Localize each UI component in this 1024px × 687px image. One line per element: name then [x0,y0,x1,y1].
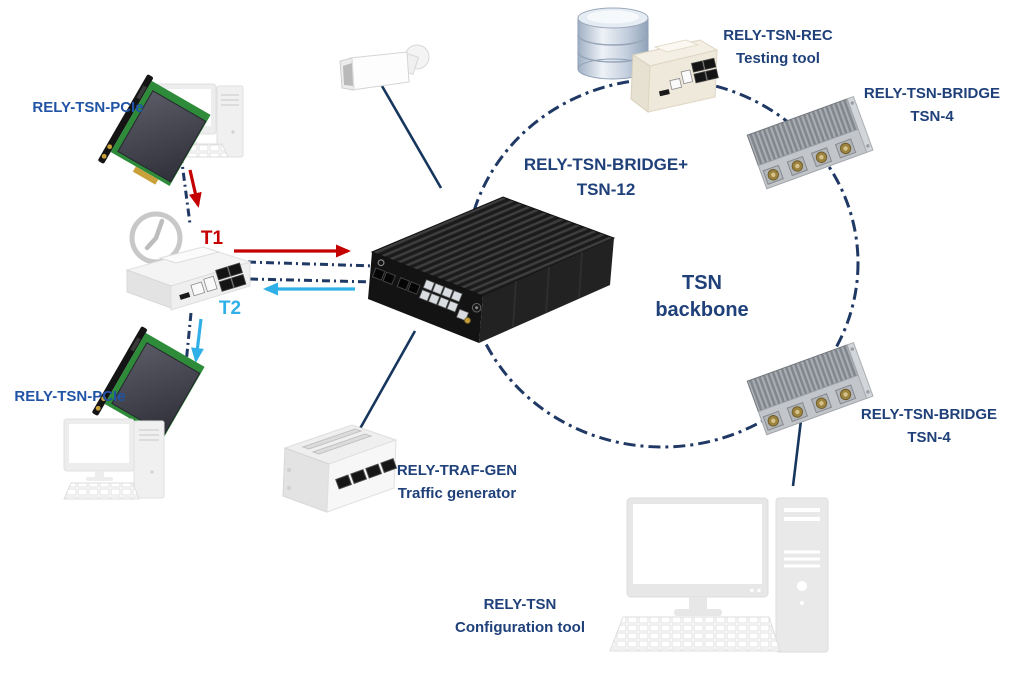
bridge-top-image [746,95,874,190]
sync-dashed-clock-pcie-bottom [183,312,193,375]
label-central-switch-line1: RELY-TSN-BRIDGE+ [523,155,689,174]
label-central-switch-line2: TSN-12 [576,180,636,199]
label-central-switch: RELY-TSN-BRIDGE+ TSN-12 [524,152,688,202]
label-bridge-bottom-line2: TSN-4 [907,429,951,446]
computer-icon-bottom-left [63,418,165,500]
bridge-bottom-image [746,341,874,436]
label-bridge-top-line1: RELY-TSN-BRIDGE [863,85,1001,102]
label-pcie-top: RELY-TSN-PCIe [32,96,143,119]
label-rec: RELY-TSN-REC Testing tool [723,24,832,70]
sync-dashed-clock-switch-1 [247,260,375,268]
rec-box [630,39,719,113]
label-config-tool-line2: Configuration tool [455,619,585,636]
connection-camera-switch [380,85,443,189]
tsn12-switch-image [368,196,616,343]
label-tsn-backbone-line2: backbone [655,299,749,321]
camera-icon [339,44,430,91]
t2-arrow-down [191,318,204,363]
label-bridge-top: RELY-TSN-BRIDGE TSN-4 [864,82,1000,128]
computer-icon-config [609,497,829,653]
label-config-tool-line1: RELY-TSN [483,596,557,613]
label-bridge-bottom-line1: RELY-TSN-BRIDGE [860,406,998,423]
connection-bridge-configtool [791,419,803,487]
label-pcie-bottom-text: RELY-TSN-PCIe [14,388,126,405]
t1-timestamp-label: T1 [200,228,224,249]
label-config-tool: RELY-TSN Configuration tool [455,593,585,639]
label-pcie-top-text: RELY-TSN-PCIe [32,99,144,116]
label-traffic-generator: RELY-TRAF-GEN Traffic generator [397,459,517,505]
grandmaster-box [125,246,252,311]
label-rec-line1: RELY-TSN-REC [723,27,833,44]
pcie-card-top [98,74,211,186]
connection-switch-trafficgen [355,330,417,435]
label-traffic-generator-line2: Traffic generator [397,485,517,502]
traffic-generator-image [282,424,398,513]
label-traffic-generator-line1: RELY-TRAF-GEN [396,462,518,479]
pcie-card-bottom [92,326,205,438]
label-bridge-top-line2: TSN-4 [910,108,954,125]
label-pcie-bottom: RELY-TSN-PCIe [14,385,125,408]
label-tsn-backbone: TSN backbone [655,270,748,324]
label-rec-line2: Testing tool [736,50,820,67]
label-bridge-bottom: RELY-TSN-BRIDGE TSN-4 [861,403,997,449]
sync-dashed-pcie-clock [179,154,192,225]
tsn-backbone-ring [464,77,860,449]
t2-timestamp-label: T2 [218,298,242,319]
t1-arrow-down [188,169,202,208]
label-tsn-backbone-line1: TSN [681,272,722,294]
